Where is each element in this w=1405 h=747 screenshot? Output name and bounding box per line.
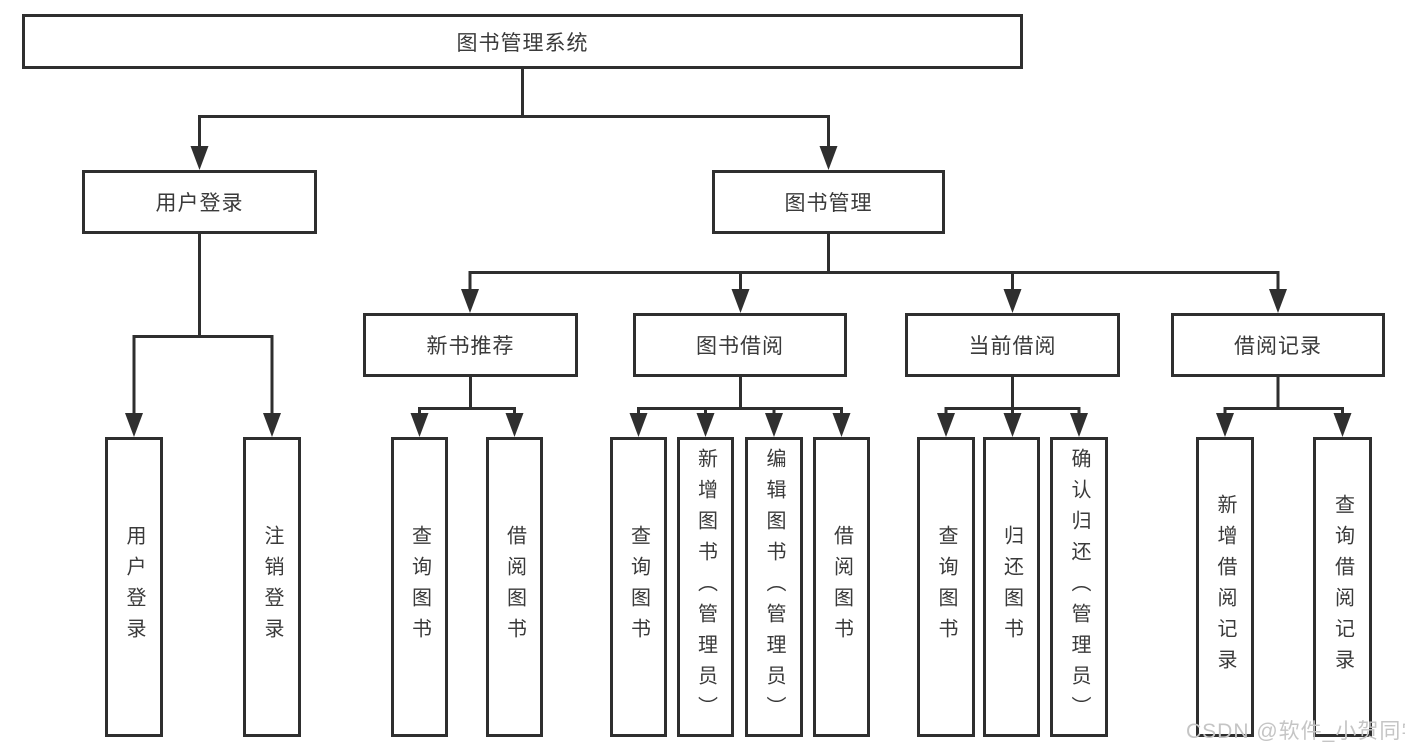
node-new-book-recommendation-label: 新书推荐 xyxy=(426,335,515,358)
branch-borrowing-records xyxy=(1216,377,1352,437)
leaf-query-books-recommend: 查询图书 xyxy=(391,437,448,737)
node-book-borrowing-label: 图书借阅 xyxy=(696,335,784,358)
watermark-text: CSDN @软件_小贺同学 xyxy=(1186,720,1405,743)
leaf-return-books: 归还图书 xyxy=(983,437,1040,737)
node-current-borrowing: 当前借阅 xyxy=(905,313,1120,377)
branch-book-management xyxy=(461,234,1287,313)
node-book-management: 图书管理 xyxy=(712,170,945,234)
node-borrowing-records-label: 借阅记录 xyxy=(1234,335,1322,358)
leaf-borrow-books-label: 借阅图书 xyxy=(830,525,853,649)
leaf-borrow-books-recommend-label: 借阅图书 xyxy=(503,525,526,649)
branch-new-book-recommendation xyxy=(410,377,524,437)
leaf-add-books-admin: 新增图书（管理员） xyxy=(677,437,734,737)
branch-root-to-level2 xyxy=(190,69,838,170)
leaf-add-books-admin-label: 新增图书（管理员） xyxy=(694,447,717,727)
leaf-edit-books-admin-label: 编辑图书（管理员） xyxy=(763,447,785,727)
leaf-query-borrow-record: 查询借阅记录 xyxy=(1313,437,1372,737)
leaf-user-login: 用户登录 xyxy=(105,437,163,737)
leaf-borrow-books-recommend: 借阅图书 xyxy=(486,437,543,737)
leaf-query-books-current-label: 查询图书 xyxy=(935,525,957,649)
node-borrowing-records: 借阅记录 xyxy=(1171,313,1385,377)
branch-current-borrowing xyxy=(937,377,1088,437)
leaf-edit-books-admin: 编辑图书（管理员） xyxy=(745,437,803,737)
node-book-management-label: 图书管理 xyxy=(784,192,873,215)
leaf-borrow-books: 借阅图书 xyxy=(813,437,870,737)
branch-book-borrowing xyxy=(629,377,851,437)
leaf-query-books-borrow: 查询图书 xyxy=(610,437,667,737)
node-user-login-label: 用户登录 xyxy=(155,192,244,215)
node-user-login: 用户登录 xyxy=(82,170,317,234)
leaf-logout: 注销登录 xyxy=(243,437,301,737)
node-book-borrowing: 图书借阅 xyxy=(633,313,847,377)
node-library-system: 图书管理系统 xyxy=(22,14,1023,69)
node-current-borrowing-label: 当前借阅 xyxy=(968,335,1057,358)
leaf-user-login-label: 用户登录 xyxy=(123,525,145,649)
branch-user-login xyxy=(125,234,281,437)
leaf-confirm-return-admin: 确认归还（管理员） xyxy=(1050,437,1108,737)
leaf-query-books-borrow-label: 查询图书 xyxy=(627,525,650,649)
leaf-add-borrow-record-label: 新增借阅记录 xyxy=(1214,494,1236,680)
node-library-system-label: 图书管理系统 xyxy=(456,31,589,55)
leaf-confirm-return-admin-label: 确认归还（管理员） xyxy=(1068,447,1090,727)
leaf-query-books-recommend-label: 查询图书 xyxy=(408,525,431,649)
leaf-query-books-current: 查询图书 xyxy=(917,437,975,737)
leaf-return-books-label: 归还图书 xyxy=(1000,525,1023,649)
leaf-query-borrow-record-label: 查询借阅记录 xyxy=(1331,494,1354,680)
leaf-add-borrow-record: 新增借阅记录 xyxy=(1196,437,1254,737)
node-new-book-recommendation: 新书推荐 xyxy=(363,313,578,377)
leaf-logout-label: 注销登录 xyxy=(261,525,283,649)
